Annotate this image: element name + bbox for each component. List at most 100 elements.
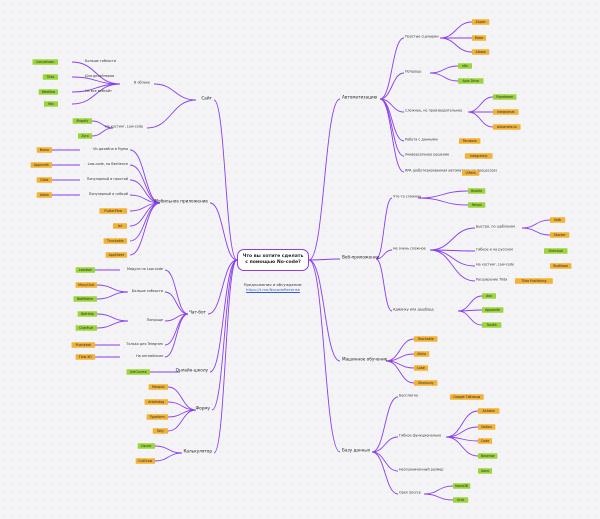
chatbot-option-label[interactable]: Только для Telegram <box>125 342 163 346</box>
tool-tag[interactable]: UiPath <box>462 170 480 176</box>
mobile-option-label[interactable]: Low-code, по Bectlence <box>88 162 128 166</box>
tool-tag[interactable]: Leadbot <box>75 267 95 273</box>
chatbot-option-label[interactable]: Больше гибкости <box>132 289 163 293</box>
webapp-category[interactable]: Не очень сложное <box>393 247 426 251</box>
branch-automation[interactable]: Автоматизацию <box>342 95 378 100</box>
tool-tag[interactable]: Pipedream <box>493 94 517 100</box>
tool-tag[interactable]: Convertzon <box>32 59 59 65</box>
tool-tag[interactable]: Teachable <box>414 336 438 342</box>
tool-tag[interactable]: Jet <box>113 223 127 229</box>
tool-tag[interactable]: Bubble <box>468 188 486 194</box>
tool-tag[interactable]: Albato <box>472 49 490 55</box>
mobile-option-label[interactable]: Популярный и простой <box>87 177 128 181</box>
tool-tag[interactable]: Budibase <box>550 263 572 269</box>
tool-tag[interactable]: BotHelp <box>77 311 97 317</box>
tool-tag[interactable]: Notion <box>478 424 496 430</box>
tool-tag[interactable]: Integromat <box>493 109 519 115</box>
tool-tag[interactable]: Thunkable <box>103 238 127 244</box>
sites-category[interactable]: На хостинг, Low-code <box>105 125 143 129</box>
tool-tag[interactable]: FlutterFlow <box>99 208 127 214</box>
branch-ml[interactable]: Машинное обучение <box>342 357 388 362</box>
tool-tag[interactable]: Typeform <box>146 414 168 420</box>
webapp-subcategory[interactable]: На хостинг, Low-code <box>476 263 514 267</box>
tool-tag[interactable]: Uscalc <box>137 443 155 449</box>
tool-tag[interactable]: Flow XO <box>75 354 95 360</box>
tool-tag[interactable]: Directual <box>544 248 568 254</box>
webapp-category[interactable]: Админку или дашборд <box>393 308 434 312</box>
discussion-link[interactable]: https://t.me/NocodeRecense <box>246 286 300 292</box>
branch-chatbot[interactable]: Чат-бот <box>189 310 207 315</box>
tool-tag[interactable]: Automate.io <box>493 124 521 130</box>
mobile-option-label[interactable]: Популярный и гибкий <box>89 192 128 196</box>
tool-tag[interactable]: Obviously <box>414 380 438 386</box>
tool-tag[interactable]: Anketolog <box>144 399 168 405</box>
branch-sites[interactable]: Сайт <box>201 96 212 101</box>
chatbot-option-label[interactable]: Попроще <box>147 318 163 322</box>
tool-tag[interactable]: Bravo <box>36 147 52 153</box>
tool-tag[interactable]: AppSheet <box>105 252 127 258</box>
tool-tag[interactable]: Avo <box>482 293 496 299</box>
tool-tag[interactable]: Parabola <box>459 138 481 144</box>
tool-tag[interactable]: Lobe <box>414 365 428 371</box>
tool-tag[interactable]: Appsmith <box>482 307 504 313</box>
branch-mobile[interactable]: Мобильное приложение <box>154 199 208 204</box>
database-category[interactable]: Неограниченный размер <box>399 468 443 472</box>
tool-tag[interactable]: Integrately <box>465 153 493 159</box>
sites-option-label[interactable]: Для дизайнеров <box>85 74 114 78</box>
tool-tag[interactable]: Tally <box>152 428 168 434</box>
tool-tag[interactable]: Adalo <box>36 192 52 198</box>
automation-category[interactable]: RPA (роботизированная автоматизация проц… <box>405 169 498 173</box>
automation-category[interactable]: Универсальное решение <box>405 153 449 157</box>
tool-tag[interactable]: Appsmith <box>30 162 52 168</box>
tool-tag[interactable]: Shopify <box>72 118 92 124</box>
sites-option-label[interactable]: Больше гибкости <box>85 59 116 63</box>
automation-category[interactable]: Сложнее, но производительнее <box>405 109 462 113</box>
tool-tag[interactable]: Tilda Publishing <box>515 278 553 284</box>
tool-tag[interactable]: Puzzlebot <box>71 342 95 348</box>
tool-tag[interactable]: Webflow <box>38 89 58 95</box>
tool-tag[interactable]: Make <box>472 35 486 41</box>
automation-category[interactable]: Попроще <box>405 70 421 74</box>
branch-online-school[interactable]: Онлайн-школу <box>176 368 209 373</box>
tool-tag[interactable]: ManyChat <box>75 282 97 288</box>
tool-tag[interactable]: Google Таблицы <box>450 394 484 400</box>
tool-tag[interactable]: Glide <box>36 177 52 183</box>
chatbot-option-label[interactable]: Модуль по Low-code <box>127 267 163 271</box>
branch-webapp[interactable]: Веб-приложение <box>342 255 380 260</box>
webapp-category[interactable]: Что-то сложное <box>393 195 421 199</box>
tool-tag[interactable]: Toolkit <box>482 322 502 328</box>
tool-tag[interactable]: Tilda <box>42 74 58 80</box>
tool-tag[interactable]: Baserow <box>478 453 498 459</box>
chatbot-option-label[interactable]: На английском <box>136 354 163 358</box>
database-category[interactable]: Гибкое функционально <box>399 434 441 438</box>
tool-tag[interactable]: Akkio <box>414 351 430 357</box>
tool-tag[interactable]: Marquiz <box>148 384 168 390</box>
tool-tag[interactable]: Airtable <box>478 408 500 414</box>
tool-tag[interactable]: Retool <box>468 202 486 208</box>
tool-tag[interactable]: Xano <box>478 468 492 474</box>
tool-tag[interactable]: BotMother <box>73 296 97 302</box>
branch-forms[interactable]: Форму <box>196 406 211 411</box>
tool-tag[interactable]: ChatFuel <box>75 325 97 331</box>
branch-calc[interactable]: Калькулятор <box>183 449 212 454</box>
tool-tag[interactable]: NocoDB <box>453 483 471 489</box>
tool-tag[interactable]: Zyro <box>78 133 92 139</box>
tool-tag[interactable]: Apix-Drive <box>458 78 484 84</box>
tool-tag[interactable]: OutGrow <box>135 458 155 464</box>
webapp-subcategory[interactable]: Гибкое и на русском <box>476 248 513 252</box>
automation-category[interactable]: Простые сценарии <box>405 35 439 39</box>
sites-option-label[interactable]: На все вебсайт <box>85 89 112 93</box>
tool-tag[interactable]: Grist <box>453 497 469 503</box>
tool-tag[interactable]: Stacker <box>550 232 570 238</box>
database-category[interactable]: Бесплатно <box>399 394 418 398</box>
automation-category[interactable]: Работа с данными <box>405 138 438 142</box>
tool-tag[interactable]: Softr <box>550 217 566 223</box>
tool-tag[interactable]: Coda <box>478 438 492 444</box>
tool-tag[interactable]: Wix <box>44 101 58 107</box>
database-category[interactable]: Open Source <box>399 491 421 495</box>
mobile-option-label[interactable]: Из дизайна в Figma <box>93 147 128 151</box>
center-topic[interactable]: Что вы хотите сделать с помощью No-code? <box>237 249 309 271</box>
tool-tag[interactable]: Zapier <box>472 19 490 25</box>
webapp-subcategory[interactable]: Быстро, по шаблонам <box>476 225 515 229</box>
sites-category[interactable]: В облаке <box>134 81 150 85</box>
